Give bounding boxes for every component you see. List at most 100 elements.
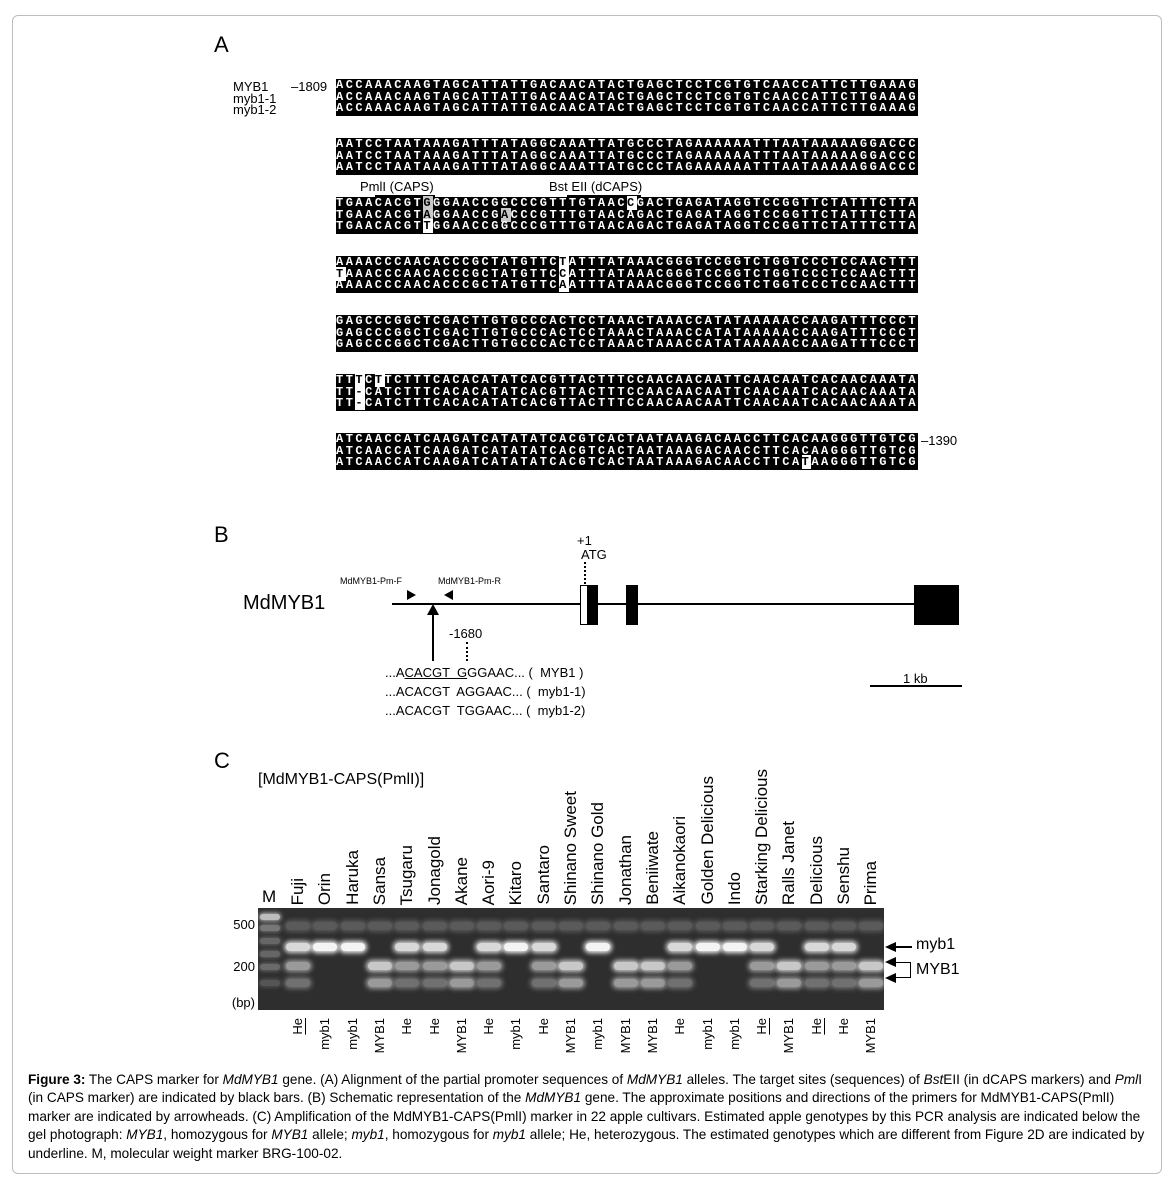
gel-band [832, 962, 856, 970]
caption-text: , homozygous for [384, 1127, 493, 1143]
genotype-label: He [426, 1018, 442, 1035]
gel-band [750, 979, 775, 987]
genotype-label: He [399, 1018, 415, 1035]
variant-base: T [336, 266, 346, 281]
gel-band [804, 962, 829, 970]
allele-line: ...ACACGT GGGAAC... ( MYB1 ) [385, 665, 583, 680]
gel-band [777, 922, 802, 930]
gel-band [668, 962, 693, 970]
lane-label: Sansa [369, 856, 389, 905]
seq-name-myb1-1: myb1-1 [233, 91, 277, 106]
lane-label: Haruka [342, 850, 362, 905]
sequence-block: TTTCTTCTTTCACACATATCACGTTACTTTCCAACAACAA… [336, 373, 919, 411]
genotype-label: MYB1 [644, 1018, 660, 1054]
sequence-line: TGAACACGTTGGAACCGGCCCGTTTGTAACAGACTGAGAT… [336, 219, 919, 233]
gel-band [422, 962, 447, 970]
gel-band [286, 922, 310, 930]
variant-base: C [559, 266, 569, 281]
genotype-label: myb1 [699, 1018, 715, 1050]
gel-band [477, 979, 502, 987]
gel-band [640, 922, 665, 930]
MYB1-upper-arrow-icon [885, 957, 896, 967]
gel-band [313, 943, 338, 951]
sequence-line: ACCAAACAAGTAGCATTATTGACAACATACTGAGCTCCTC… [336, 101, 919, 115]
scale-bar [870, 685, 962, 687]
lane-label: Prima [861, 860, 881, 905]
gel-band [286, 943, 310, 951]
gel-band [531, 922, 556, 930]
gel-band [586, 922, 611, 930]
gel-band [613, 962, 638, 970]
gel-band [340, 943, 365, 951]
sequence-block: ATCAACCATCAAGATCATATATCACGTCACTAATAAAGAC… [336, 433, 919, 470]
gel-band [613, 922, 638, 930]
gel-band [367, 922, 392, 930]
genotype-label: He [754, 1018, 770, 1035]
gel-image [258, 908, 884, 1010]
sequence-line: GAGCCCGGCTCGACTTGTGCCCACTCCTAAACTAAACCAT… [336, 325, 919, 340]
gel-band [531, 962, 556, 970]
lane-label: Jonagold [424, 835, 444, 905]
size-unit: (bp) [231, 995, 255, 1010]
caption-text: , homozygous for [163, 1127, 272, 1143]
lane-label: Shinano Gold [588, 801, 608, 905]
gel-band [531, 943, 556, 951]
allele-site: CACGT [404, 703, 457, 718]
caption-text: I (in CAPS marker) are indicated by blac… [28, 1072, 1142, 1106]
marker-band [260, 914, 280, 920]
gel-band [668, 922, 693, 930]
caption-text: MdMYB1 [222, 1072, 279, 1087]
bsteii-site-label: Bst EII (dCAPS) [549, 179, 643, 194]
caption-text: allele; He, heterozygous. The estimated … [28, 1127, 1145, 1161]
gel-band [449, 922, 474, 930]
marker-band [260, 964, 280, 970]
caption-text: Pml [1114, 1072, 1139, 1087]
marker-band [260, 980, 280, 986]
allele-rest: TGGAAC... ( myb1-2) [456, 703, 586, 718]
genotype-label: MYB1 [371, 1018, 387, 1054]
lane-label: Akane [451, 856, 471, 905]
genotype-label: He [808, 1018, 824, 1035]
lane-label: Aikanokaori [670, 816, 690, 905]
panel-c-label: C [214, 748, 230, 773]
panel-a-label: A [214, 32, 229, 57]
variant-base: T [559, 255, 569, 269]
gel-band [613, 979, 638, 987]
gel-band [804, 922, 829, 930]
forward-primer-arrowhead-icon [407, 590, 416, 600]
start-position: –1809 [291, 79, 328, 94]
sequence-line: GAGCCCGGCTCGACTTGTGCCCACTCCTAAACTAAACCAT… [336, 314, 919, 328]
gel-band [477, 943, 502, 951]
allele-prefix: ...A [385, 665, 405, 680]
MYB1-bracket [896, 962, 911, 978]
lane-label: Tsugaru [397, 844, 417, 905]
scale-bar-label: 1 kb [903, 671, 928, 686]
gel-band [832, 922, 856, 930]
lane-label: Orin [315, 872, 335, 905]
snp-arrow-shaft [432, 614, 434, 661]
caption-text: MYB1 [271, 1127, 309, 1143]
genotype-label: MYB1 [863, 1018, 879, 1054]
lane-label: Senshu [834, 847, 853, 905]
atg-dotted-line [584, 562, 586, 584]
sequence-line: AATCCTAATAAAGATTTATAGGCAAATTATGCCCTAGAAA… [336, 160, 919, 174]
gel-band [722, 943, 747, 951]
gel-band [559, 922, 583, 930]
snp-arrow-up-icon [427, 604, 439, 615]
gel-band [804, 943, 829, 951]
variant-base: A [500, 207, 511, 222]
gel-band [449, 979, 474, 987]
size-200: 200 [233, 959, 255, 974]
lane-label: Starking Delicious [752, 768, 772, 905]
allele-line: ...ACACGT AGGAAC... ( myb1-1) [385, 684, 586, 699]
variant-base: T [374, 373, 385, 387]
variant-base: C [627, 196, 637, 210]
gel-band [668, 943, 693, 951]
tss-label: +1 [577, 533, 592, 548]
variant-base: T [423, 219, 434, 233]
gel-band [586, 943, 611, 951]
lane-label: Delicious [806, 836, 826, 905]
gel-band [668, 979, 693, 987]
gel-band [750, 922, 775, 930]
